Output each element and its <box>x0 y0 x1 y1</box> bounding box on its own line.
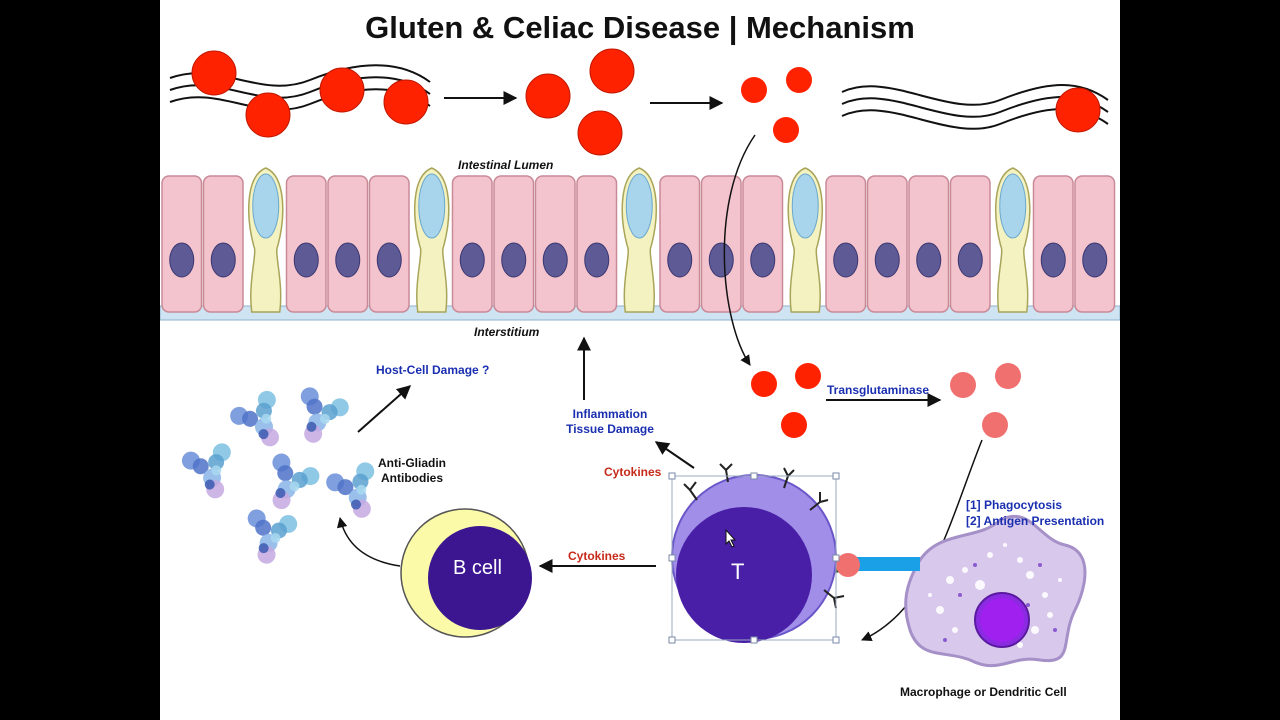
gliadin-peptide <box>577 110 623 156</box>
gliadin-peptide <box>525 73 571 119</box>
deamidated-gliadin <box>982 412 1008 438</box>
gliadin-peptide <box>191 50 237 96</box>
label-host-cell-damage: Host-Cell Damage ? <box>376 363 490 377</box>
page-title: Gluten & Celiac Disease | Mechanism <box>365 10 915 45</box>
gliadin-peptide <box>319 67 365 113</box>
enterocyte-nucleus <box>459 242 485 278</box>
enterocyte-nucleus <box>833 242 859 278</box>
label-phagocytosis: [1] Phagocytosis <box>966 498 1063 512</box>
label-anti-gliadin-line2: Antibodies <box>381 471 443 485</box>
intestinal-epithelium <box>160 167 1120 321</box>
gliadin-fragment <box>751 371 777 397</box>
antibody <box>272 453 320 510</box>
enterocyte-nucleus <box>957 242 983 278</box>
label-macrophage: Macrophage or Dendritic Cell <box>900 685 1067 699</box>
mucus-granules <box>252 173 280 239</box>
mechanism-diagram <box>160 48 1120 668</box>
enterocyte-nucleus <box>584 242 610 278</box>
enterocyte-nucleus <box>1082 242 1108 278</box>
label-tissue-damage: Tissue Damage <box>566 422 654 436</box>
enterocyte-nucleus <box>916 242 942 278</box>
arrow-bcell-antibodies <box>336 516 401 567</box>
enterocyte-nucleus <box>750 242 776 278</box>
macrophage-cell <box>904 514 1087 668</box>
arrow-passage <box>723 134 756 366</box>
enterocyte-nucleus <box>708 242 734 278</box>
deamidated-gliadin <box>950 372 976 398</box>
label-transglutaminase: Transglutaminase <box>827 383 930 397</box>
enterocyte-nucleus <box>293 242 319 278</box>
b-cell <box>400 508 532 638</box>
antibody <box>326 462 375 518</box>
label-intestinal-lumen: Intestinal Lumen <box>458 158 554 172</box>
mucus-granules <box>999 173 1027 239</box>
mucus-granules <box>418 173 446 239</box>
enterocyte-nucleus <box>169 242 195 278</box>
gliadin-fragment <box>741 77 767 103</box>
mouse-cursor <box>725 528 737 548</box>
gliadin-fragment <box>773 117 799 143</box>
label-inflammation: Inflammation Tissue Damage <box>550 407 670 437</box>
anti-gliadin-antibodies <box>181 387 375 564</box>
antibody <box>230 390 279 447</box>
enterocyte-nucleus <box>542 242 568 278</box>
gliadin-peptide <box>383 79 429 125</box>
label-cytokines-bottom: Cytokines <box>568 549 626 563</box>
enterocyte-nucleus <box>667 242 693 278</box>
deamidated-gliadin <box>995 363 1021 389</box>
antibody <box>247 509 298 564</box>
gliadin-peptide <box>589 48 635 94</box>
enterocyte-nucleus <box>210 242 236 278</box>
gliadin-fragment <box>786 67 812 93</box>
t-cell <box>668 463 845 644</box>
gliadin-peptide <box>1055 87 1101 133</box>
label-cytokines-top: Cytokines <box>604 465 662 479</box>
mucus-granules <box>791 173 819 239</box>
mucus-granules <box>625 173 653 239</box>
gliadin-fragment <box>795 363 821 389</box>
label-anti-gliadin-line1: Anti-Gliadin <box>378 456 446 470</box>
gliadin-peptide <box>245 92 291 138</box>
gliadin-fragment <box>781 412 807 438</box>
antibody <box>300 387 349 443</box>
label-anti-gliadin: Anti-Gliadin Antibodies <box>372 456 452 486</box>
label-antigen-presentation: [2] Antigen Presentation <box>966 514 1105 528</box>
enterocyte-nucleus <box>501 242 527 278</box>
antibody <box>181 443 231 499</box>
enterocyte-nucleus <box>1040 242 1066 278</box>
arrow-host-damage <box>357 385 412 433</box>
enterocyte-nucleus <box>335 242 361 278</box>
label-t-cell: T <box>731 559 745 584</box>
label-b-cell: B cell <box>453 557 502 579</box>
slide: Gluten & Celiac Disease | Mechanism Inte… <box>160 0 1120 720</box>
mhc-bridge <box>840 557 920 571</box>
label-interstitium: Interstitium <box>474 325 540 339</box>
enterocyte-nucleus <box>376 242 402 278</box>
label-inflammation-line1: Inflammation <box>572 407 648 421</box>
presented-antigen <box>836 553 860 577</box>
enterocyte-nucleus <box>874 242 900 278</box>
arrow-cytokines-inflammation <box>654 441 695 469</box>
